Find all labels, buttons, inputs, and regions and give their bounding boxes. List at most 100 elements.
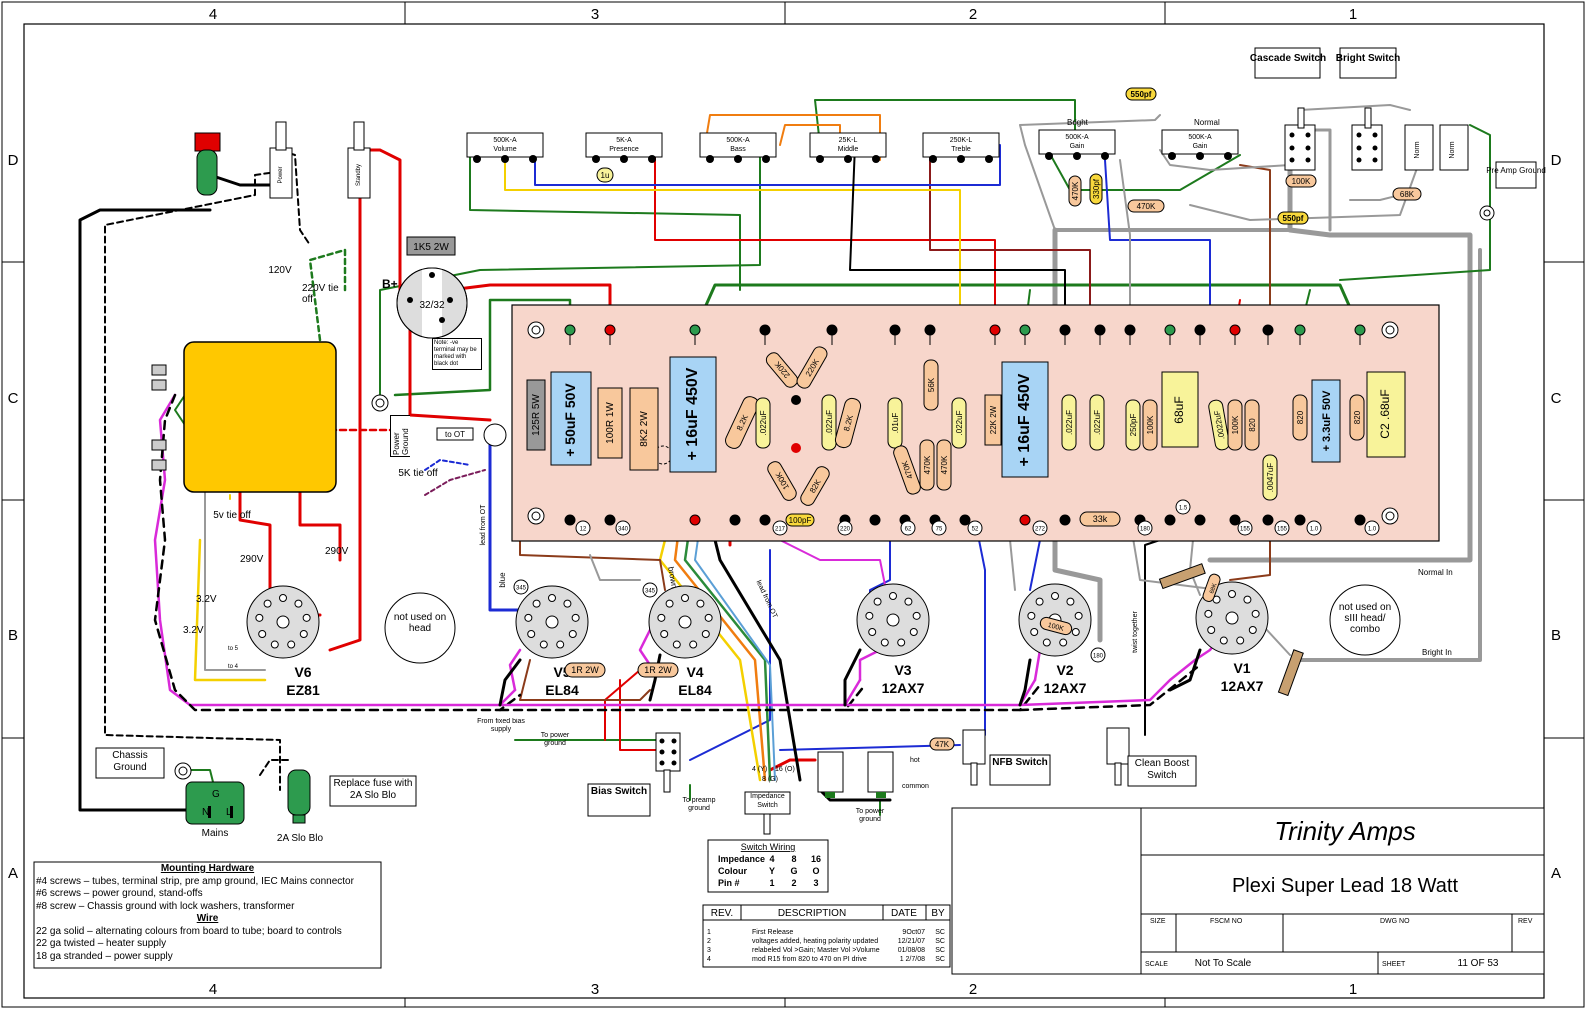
- tube-type: 12AX7: [1221, 678, 1264, 694]
- company-name: Trinity Amps: [1274, 816, 1416, 846]
- board-part: 8.2K: [834, 397, 862, 449]
- sw-cell: G: [790, 866, 797, 876]
- pad-number: 180: [1093, 654, 1104, 660]
- res-label: 100R 1W: [605, 402, 616, 444]
- clean-boost-label: Clean Boost Switch: [1127, 755, 1197, 787]
- bright-switch-box: Bright Switch: [1336, 47, 1400, 79]
- board-part: 470K: [919, 439, 935, 491]
- tube-name: V1: [1233, 660, 1250, 676]
- part-label: .022uF: [1065, 410, 1074, 435]
- board-part: .0022uF: [1208, 399, 1230, 451]
- res-47k: 47K: [929, 737, 955, 751]
- to-power-ground-b: To power ground: [856, 808, 884, 823]
- hardware-title: Mounting Hardware: [160, 863, 255, 874]
- board-part: .0047uF: [1262, 454, 1278, 501]
- pot-name: Presence: [609, 146, 639, 153]
- rev-cell: SC: [935, 956, 945, 963]
- voltage-3-2v-a: 3.2V: [196, 594, 217, 605]
- lead-label: lead from OT: [480, 504, 487, 546]
- bplus-label: B+: [382, 277, 398, 291]
- pad-number: 180: [1140, 527, 1151, 533]
- bright-switch-body: [1351, 107, 1383, 171]
- res-label: 125R 5W: [531, 394, 542, 436]
- sw-cell: 1: [769, 878, 774, 888]
- iec-mains-socket: N G L: [185, 781, 245, 825]
- sw-cell: 16: [811, 854, 821, 864]
- cascade-text: Cascade Switch: [1250, 53, 1326, 64]
- cascade-switch-box: Cascade Switch: [1250, 47, 1326, 79]
- rev-cell: 12/21/07: [898, 938, 925, 945]
- row-label: D: [1551, 152, 1562, 169]
- tube-name: V6: [294, 664, 311, 680]
- sw-cell: 2: [791, 878, 796, 888]
- voltage-220v: 220V tie off: [302, 283, 339, 305]
- pad-number: 52: [972, 527, 979, 533]
- rev-cell: 3: [707, 947, 711, 954]
- hardware-box: [33, 861, 382, 969]
- pad-number: 62: [905, 527, 912, 533]
- board-part: 820: [1349, 394, 1365, 441]
- bias-switch-body: [655, 732, 681, 793]
- size-label: SIZE: [1150, 918, 1166, 925]
- pad-number: 1.5: [1179, 506, 1188, 512]
- impedance-switch-body: [817, 751, 894, 798]
- voltage-3-2v-b: 3.2V: [183, 625, 204, 636]
- pad-number: 340: [618, 527, 629, 533]
- bright-text: Bright Switch: [1336, 53, 1400, 64]
- mains-l: L: [226, 807, 232, 818]
- part-label: .022uF: [759, 410, 768, 435]
- fuse-holder: [287, 769, 311, 824]
- pad-number: 155: [1240, 527, 1251, 533]
- input-jack-normal: Norm: [1404, 124, 1434, 171]
- rev-header: DESCRIPTION: [778, 908, 846, 919]
- pot-name: Gain: [1193, 143, 1208, 150]
- pad-number: 1.0: [1368, 527, 1377, 533]
- common-label: common: [902, 783, 929, 790]
- rev-label: REV: [1518, 918, 1533, 925]
- col-label: 3: [591, 6, 599, 23]
- jack-label: Norm: [1414, 141, 1421, 158]
- sw-cell: 3: [813, 878, 818, 888]
- mains-n: N: [202, 807, 209, 818]
- cap-16uf-b: + 16uF 450V: [1001, 361, 1049, 478]
- tag-text: 550pf: [1283, 214, 1304, 223]
- part-label: 56K: [927, 377, 936, 392]
- part-label: 8.2K: [842, 413, 855, 432]
- standby-switch-label: Standby: [356, 164, 362, 186]
- filter-can: 32/32: [396, 267, 468, 339]
- switch-wiring-title: Switch Wiring: [741, 842, 796, 852]
- res-1r-a: 1R 2W: [564, 662, 606, 678]
- tag-text: 68K: [1400, 190, 1415, 199]
- scale-value: Not To Scale: [1195, 958, 1252, 969]
- pot-name: Treble: [951, 146, 971, 153]
- pad-number: 217: [775, 527, 786, 533]
- col-label: 4: [209, 981, 217, 998]
- cap-tag: 550pf: [1125, 87, 1157, 101]
- pad-number: 12: [580, 527, 587, 533]
- tube-name: V4: [686, 664, 703, 680]
- rev-cell: 2: [707, 938, 711, 945]
- hardware-notes: Mounting Hardware #4 screws – tubes, ter…: [36, 863, 379, 963]
- board-part: .022uF: [1061, 394, 1077, 451]
- part-label: 100K: [1231, 415, 1240, 434]
- tag-text: 470K: [1071, 181, 1080, 200]
- hardware-line: #4 screws – tubes, terminal strip, pre a…: [36, 875, 354, 887]
- can-note: Note: -ve terminal may be marked with bl…: [432, 338, 482, 370]
- pad-number: 272: [1035, 527, 1046, 533]
- tag-text: 100K: [1292, 177, 1311, 186]
- standby-switch: Standby: [347, 121, 371, 199]
- wire-title: Wire: [196, 913, 219, 924]
- res-68k-v1: 68K: [1202, 573, 1221, 602]
- nfb-switch-label: NFB Switch: [989, 754, 1051, 786]
- row-label: D: [8, 152, 19, 169]
- board-part: 100K: [1227, 399, 1243, 451]
- pad-number: 345: [516, 586, 527, 592]
- rev-cell: mod R15 from 820 to 470 on PI drive: [752, 956, 867, 963]
- tag-text: 470K: [1137, 202, 1156, 211]
- impedance-switch-box: Impedance Switch: [744, 791, 791, 835]
- sw-row-head: Colour: [718, 866, 747, 876]
